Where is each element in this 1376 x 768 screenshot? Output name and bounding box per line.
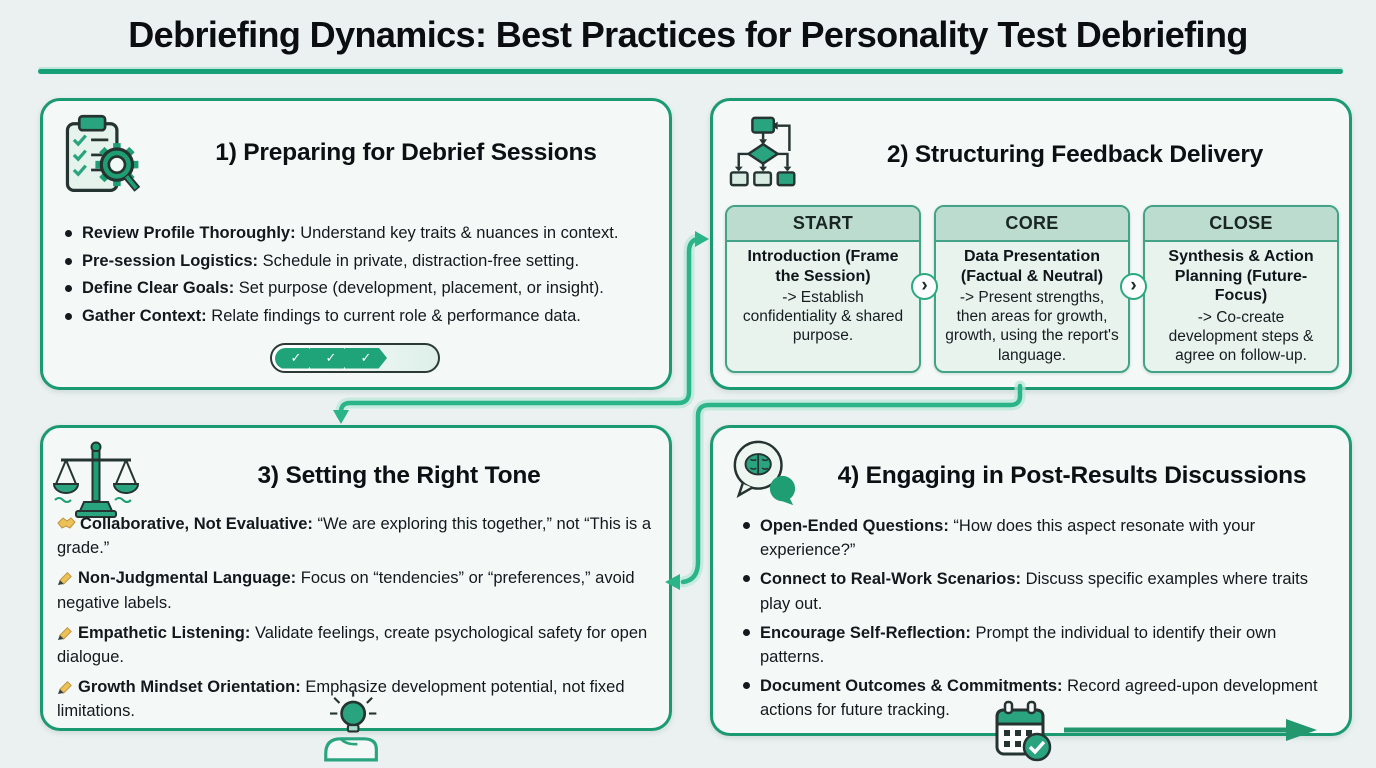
- step-header: CORE: [936, 207, 1128, 242]
- bullet-text: Set purpose (development, placement, or …: [234, 279, 604, 297]
- bullet-text: Focus on “tendencies” or “preferences,” …: [57, 569, 635, 612]
- panel1-title: 1) Preparing for Debrief Sessions: [215, 139, 597, 166]
- panel3-bullet-list: Collaborative, Not Evaluative: “We are e…: [57, 512, 659, 730]
- list-item: Define Clear Goals: Set purpose (develop…: [61, 275, 663, 303]
- panel1-bullet-list: Review Profile Thoroughly: Understand ke…: [61, 220, 663, 330]
- step-bold: Synthesis & Action Planning (Future-Focu…: [1168, 248, 1314, 305]
- chevron-right-icon: ›: [911, 273, 938, 300]
- panel-structuring: 2) Structuring Feedback Delivery START I…: [710, 98, 1352, 390]
- bullet-text: Prompt the individual to identify their …: [760, 623, 1277, 667]
- bullet-text: Schedule in private, distraction-free se…: [258, 251, 580, 270]
- calendar-check-icon: [995, 700, 1052, 762]
- list-item: Encourage Self-Reflection: Prompt the in…: [739, 621, 1337, 669]
- bullet-label: Encourage Self-Reflection:: [760, 623, 971, 642]
- step-card-start: START Introduction (Frame the Session) -…: [725, 205, 921, 373]
- panel-discussions: 4) Engaging in Post-Results Discussions …: [710, 425, 1352, 736]
- title-underline: [38, 69, 1343, 74]
- progress-check-icon: ✓: [345, 347, 387, 369]
- bullet-label: Collaborative, Not Evaluative:: [80, 515, 313, 533]
- flowchart-icon: [729, 116, 796, 187]
- bullet-label: Open-Ended Questions:: [760, 517, 949, 535]
- page-title: Debriefing Dynamics: Best Practices for …: [128, 14, 1248, 55]
- bullet-label: Connect to Real-Work Scenarios:: [760, 570, 1021, 589]
- handshake-icon: [57, 517, 76, 529]
- panel3-title: 3) Setting the Right Tone: [257, 462, 541, 489]
- bullet-label: Review Profile Thoroughly:: [82, 224, 296, 242]
- bullet-dot: [743, 682, 750, 690]
- list-item: Empathetic Listening: Validate feelings,…: [57, 621, 659, 669]
- step-text: -> Co-create development steps & agree o…: [1168, 308, 1314, 364]
- writing-hand-icon: [57, 572, 72, 586]
- brain-chat-icon: [733, 440, 796, 506]
- bullet-text: Record agreed-upon development actions f…: [760, 677, 1318, 720]
- step-text: -> Present strengths, then areas for gro…: [945, 289, 1119, 364]
- bullet-text: Understand key traits & nuances in conte…: [295, 224, 619, 242]
- list-item: Pre-session Logistics: Schedule in priva…: [61, 248, 663, 276]
- bullet-label: Define Clear Goals:: [82, 279, 235, 297]
- panel4-bullet-list: Open-Ended Questions: “How does this asp…: [739, 514, 1337, 728]
- writing-hand-icon: [57, 681, 72, 695]
- bullet-dot: [65, 312, 72, 320]
- list-item: Non-Judgmental Language: Focus on “tende…: [57, 566, 659, 614]
- bullet-dot: [743, 575, 750, 583]
- step-header: CLOSE: [1145, 207, 1337, 242]
- bullet-dot: [743, 522, 750, 529]
- list-item: Review Profile Thoroughly: Understand ke…: [61, 220, 663, 248]
- bullet-text: “We are exploring this together,” not “T…: [57, 515, 652, 558]
- bullet-text: Emphasize development potential, not fix…: [57, 678, 625, 721]
- arrowhead-right-icon: [695, 231, 709, 247]
- list-item: Connect to Real-Work Scenarios: Discuss …: [739, 567, 1337, 615]
- step-bold: Data Presentation (Factual & Neutral): [960, 248, 1104, 285]
- progress-bar: ✓ ✓ ✓: [270, 343, 440, 373]
- balance-scale-icon: [52, 441, 140, 518]
- bullet-label: Pre-session Logistics:: [82, 251, 259, 270]
- arrowhead-down-icon: [333, 410, 349, 424]
- chevron-right-icon: ›: [1120, 273, 1147, 300]
- bullet-label: Non-Judgmental Language:: [78, 569, 297, 588]
- list-item: Document Outcomes & Commitments: Record …: [739, 674, 1337, 722]
- panel-tone: 3) Setting the Right Tone Collaborative,…: [40, 425, 672, 731]
- bullet-label: Document Outcomes & Commitments:: [760, 677, 1063, 696]
- writing-hand-icon: [57, 626, 72, 640]
- panel4-title: 4) Engaging in Post-Results Discussions: [837, 462, 1307, 489]
- step-card-close: CLOSE Synthesis & Action Planning (Futur…: [1143, 205, 1339, 373]
- bullet-text: Relate findings to current role & perfor…: [206, 306, 581, 325]
- list-item: Open-Ended Questions: “How does this asp…: [739, 514, 1337, 562]
- bullet-dot: [743, 628, 750, 636]
- bullet-dot: [65, 285, 72, 292]
- clipboard-gear-icon: [65, 114, 141, 193]
- list-item: Growth Mindset Orientation: Emphasize de…: [57, 675, 659, 723]
- list-item: Gather Context: Relate findings to curre…: [61, 303, 663, 331]
- bullet-label: Growth Mindset Orientation:: [78, 678, 301, 697]
- bullet-dot: [65, 230, 72, 237]
- bullet-text: Discuss specific examples where traits p…: [760, 570, 1309, 613]
- step-bold: Introduction (Frame the Session): [747, 248, 899, 285]
- bullet-label: Gather Context:: [82, 306, 207, 325]
- bullet-text: Validate feelings, create psychological …: [57, 623, 648, 667]
- list-item: Collaborative, Not Evaluative: “We are e…: [57, 512, 659, 560]
- panel-preparing: 1) Preparing for Debrief Sessions Review…: [40, 98, 672, 390]
- step-card-core: CORE Data Presentation (Factual & Neutra…: [934, 205, 1130, 373]
- bullet-label: Empathetic Listening:: [78, 623, 251, 642]
- progress-check-icon: ✓: [275, 347, 317, 369]
- step-text: -> Establish confidentiality & shared pu…: [742, 289, 904, 345]
- bullet-dot: [65, 257, 72, 265]
- step-header: START: [727, 207, 919, 242]
- lightbulb-hand-icon: [324, 690, 378, 762]
- panel2-title: 2) Structuring Feedback Delivery: [886, 141, 1264, 168]
